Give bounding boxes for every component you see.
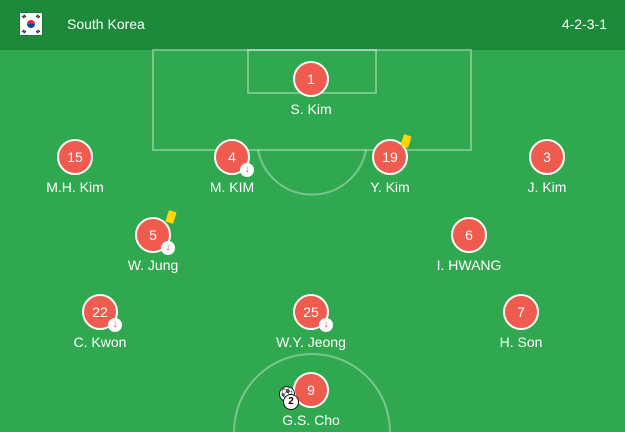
goals-count-badge: 2 [283, 394, 299, 410]
player-number-badge: 22 ↓ [82, 294, 122, 332]
player-1[interactable]: 1 S. Kim [251, 61, 371, 117]
south-korea-flag-icon [20, 13, 42, 35]
player-15[interactable]: 15 M.H. Kim [15, 139, 135, 195]
player-7[interactable]: 7 H. Son [461, 294, 581, 350]
player-5[interactable]: 5 ↓ W. Jung [93, 210, 213, 273]
player-name: W.Y. Jeong [276, 334, 346, 350]
player-3[interactable]: 3 J. Kim [487, 139, 607, 195]
team-name: South Korea [67, 16, 145, 32]
player-9[interactable]: 9 ⚽ 2 G.S. Cho [251, 372, 371, 428]
player-25[interactable]: 25 ↓ W.Y. Jeong [251, 294, 371, 350]
substitution-out-icon: ↓ [108, 318, 122, 332]
player-name: S. Kim [290, 101, 332, 117]
player-6[interactable]: 6 I. HWANG [409, 217, 529, 273]
substitution-out-icon: ↓ [240, 163, 254, 177]
player-number-badge: 25 ↓ [293, 294, 333, 332]
player-name: I. HWANG [436, 257, 502, 273]
player-name: G.S. Cho [282, 412, 340, 428]
formation-label: 4-2-3-1 [561, 16, 607, 32]
player-number-badge: 3 [529, 139, 565, 175]
player-number-badge: 4 ↓ [214, 139, 254, 177]
player-name: M.H. Kim [46, 179, 104, 195]
player-number-badge: 5 ↓ [135, 210, 177, 255]
player-number-badge: 7 [503, 294, 539, 330]
player-number-badge: 1 [293, 61, 329, 97]
player-name: J. Kim [527, 179, 567, 195]
player-name: C. Kwon [73, 334, 127, 350]
player-number-badge: 9 ⚽ 2 [279, 372, 329, 410]
player-name: W. Jung [127, 257, 179, 273]
player-number-badge: 19 [372, 134, 412, 175]
player-19[interactable]: 19 Y. Kim [330, 134, 450, 195]
substitution-out-icon: ↓ [319, 318, 333, 332]
player-name: Y. Kim [370, 179, 410, 195]
player-22[interactable]: 22 ↓ C. Kwon [40, 294, 160, 350]
player-name: H. Son [499, 334, 543, 350]
player-4[interactable]: 4 ↓ M. KIM [172, 139, 292, 195]
player-number-badge: 6 [451, 217, 487, 253]
player-number-badge: 15 [57, 139, 93, 175]
player-name: M. KIM [209, 179, 255, 195]
team-header: South Korea 4-2-3-1 [0, 0, 625, 50]
substitution-out-icon: ↓ [161, 241, 175, 255]
